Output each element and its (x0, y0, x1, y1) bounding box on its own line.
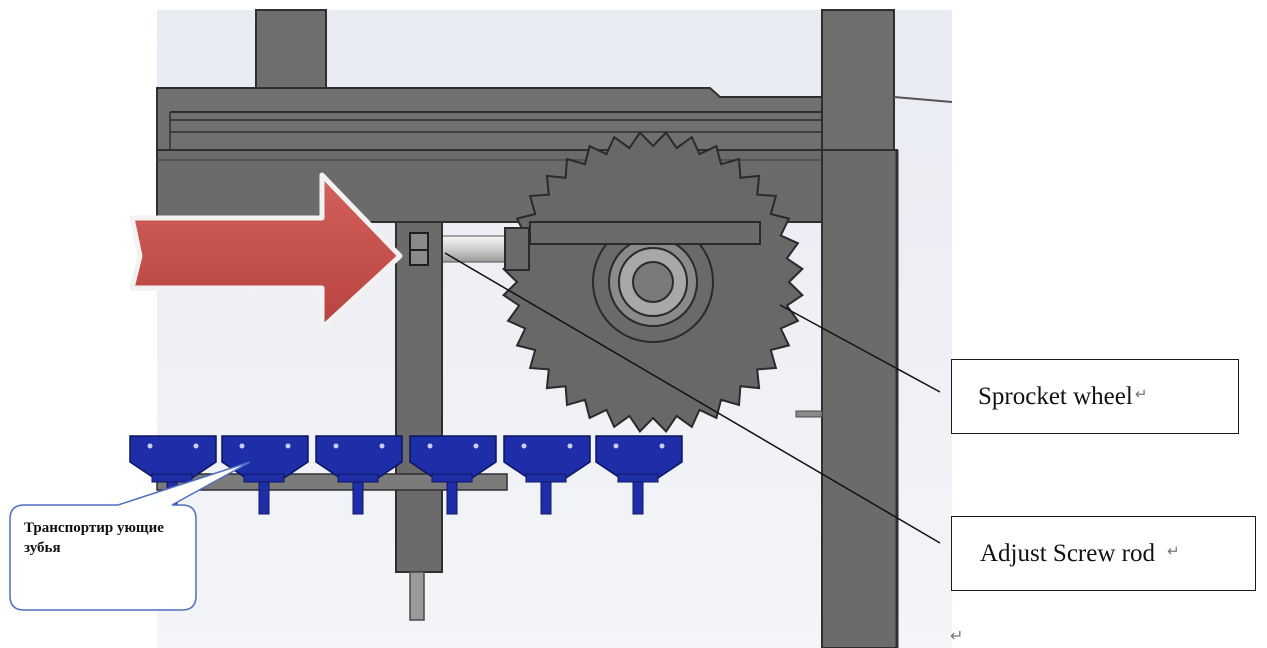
transport-tooth (221, 435, 309, 515)
sprocket-leader-line (779, 304, 941, 393)
sprocket-wheel-icon (502, 131, 804, 433)
screw-nut (504, 227, 530, 271)
adjust-screw-rod-label: Adjust Screw rod (980, 539, 1155, 567)
screw-leader-line (444, 252, 941, 544)
transport-tooth (595, 435, 683, 515)
return-mark: ↵ (1134, 387, 1148, 403)
screw-rod (431, 235, 513, 263)
adjust-screw-rod-label-box: Adjust Screw rod ↵ (951, 516, 1256, 591)
upper-rail (156, 87, 823, 151)
horizontal-beam (156, 149, 898, 223)
transport-tooth (409, 435, 497, 515)
right-arrow-icon (129, 172, 403, 331)
return-mark: ↵ (950, 628, 964, 645)
transport-teeth (129, 435, 683, 515)
bracket-pin (409, 571, 425, 621)
return-mark: ↵ (1166, 544, 1180, 560)
right-vertical-post (821, 149, 898, 648)
sprocket-wheel-label-box: Sprocket wheel ↵ (951, 359, 1239, 434)
transport-tooth (315, 435, 403, 515)
vertical-bracket (395, 221, 443, 573)
sprocket-wheel-label: Sprocket wheel (978, 382, 1133, 410)
transport-teeth-label: Транспортир ующие зубья (24, 520, 164, 556)
upper-right-post (821, 9, 895, 151)
transport-tooth (503, 435, 591, 515)
teeth-callout-bubble (9, 461, 251, 611)
